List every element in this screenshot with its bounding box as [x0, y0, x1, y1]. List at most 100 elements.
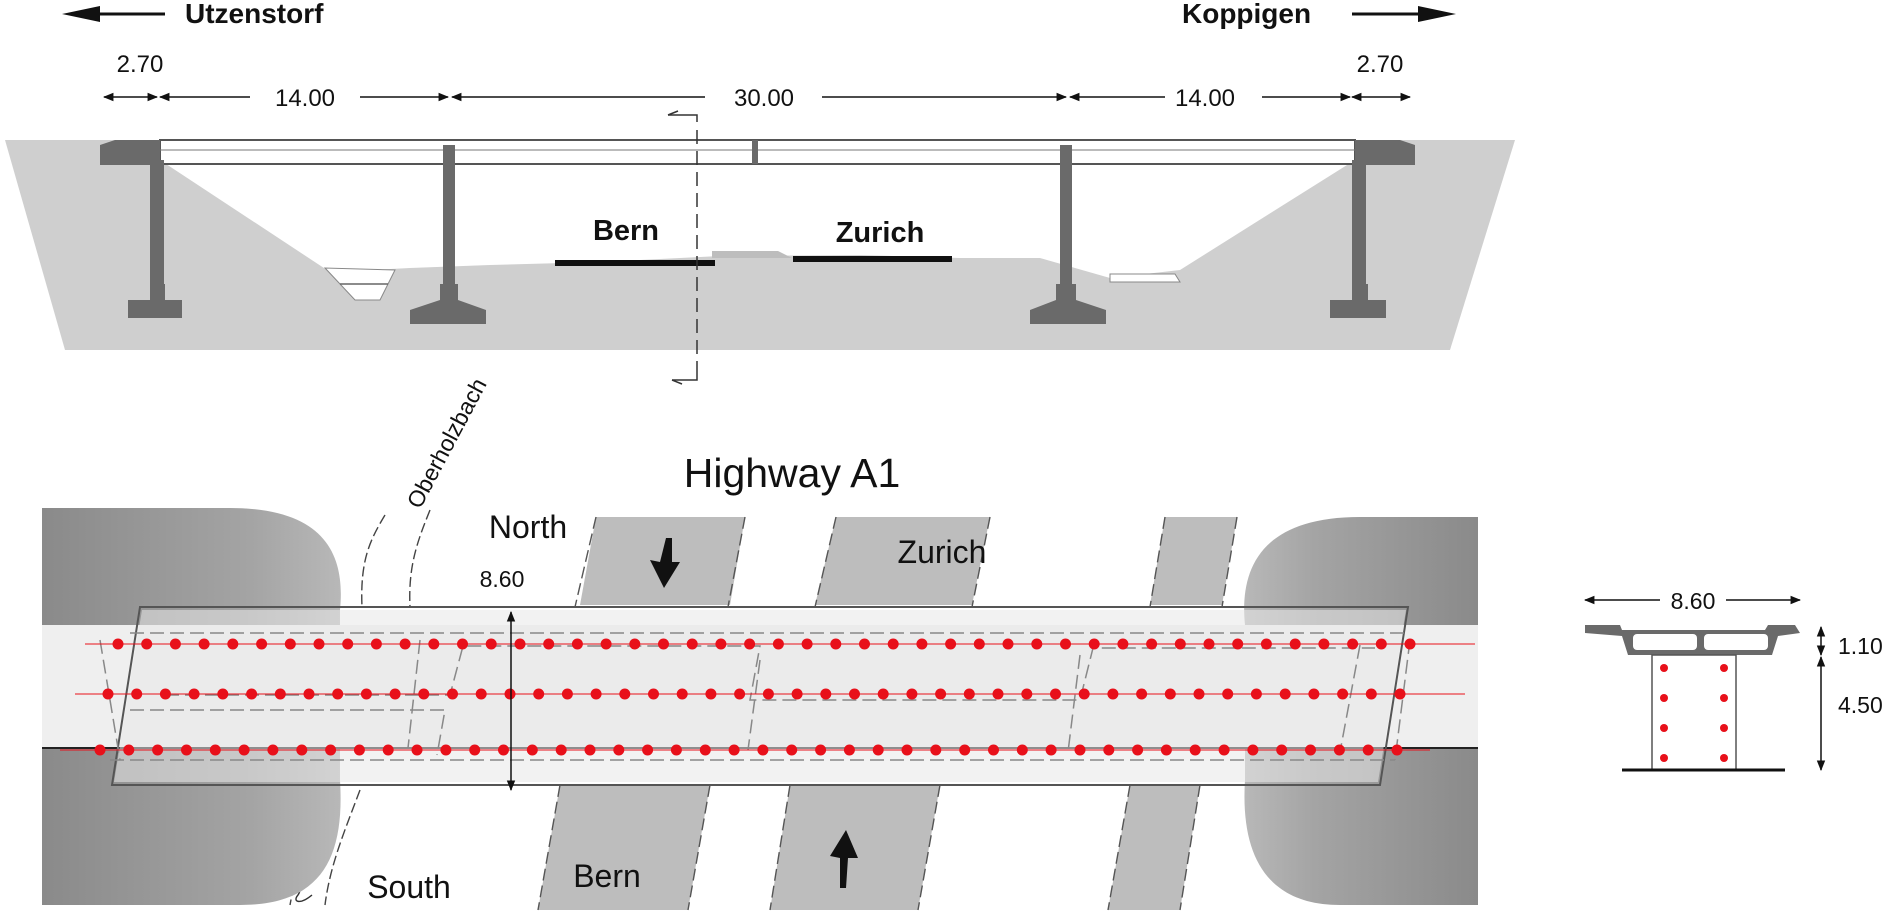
sensor-point	[533, 688, 545, 700]
sensor-point	[1222, 688, 1234, 700]
sensor-point	[353, 744, 365, 756]
sensor-point	[1333, 744, 1345, 756]
sensor-point	[188, 688, 200, 700]
sensor-point	[1318, 638, 1330, 650]
sensor-point	[303, 688, 315, 700]
sensor-point	[744, 638, 756, 650]
sensor-point	[325, 744, 337, 756]
sensor-point	[772, 638, 784, 650]
sensor-point	[382, 744, 394, 756]
sensor-point	[469, 744, 481, 756]
sensor-points-plan	[94, 638, 1416, 756]
section-cut-marker	[667, 110, 698, 385]
road-zurich-band	[815, 517, 990, 605]
section-width-label: 8.60	[1671, 588, 1716, 614]
sensor-point	[906, 688, 918, 700]
sensor-point	[930, 744, 942, 756]
plan-width-label: 8.60	[480, 566, 525, 592]
sensor-point	[1365, 688, 1377, 700]
sensor-point	[360, 688, 372, 700]
sensor-point	[1289, 638, 1301, 650]
span-label-left-cantilever: 2.70	[117, 51, 164, 78]
section-deck	[1585, 625, 1800, 655]
sensor-point	[1250, 688, 1262, 700]
sensor-point	[728, 744, 740, 756]
sensor-point	[705, 688, 717, 700]
sensor-point	[1160, 744, 1172, 756]
sensor-point	[642, 744, 654, 756]
right-direction-arrow	[1352, 6, 1456, 22]
sensor-point	[389, 688, 401, 700]
sensor-point	[699, 744, 711, 756]
section-sensor-point	[1720, 694, 1728, 702]
sensor-point	[1103, 744, 1115, 756]
section-deck-depth-label: 1.10	[1838, 633, 1883, 659]
sensor-point	[411, 744, 423, 756]
sensor-point	[1021, 688, 1033, 700]
underpass-opening	[160, 160, 1355, 278]
bridge-deck	[100, 139, 1415, 165]
highway-title: Highway A1	[684, 450, 901, 496]
sensor-point	[246, 688, 258, 700]
left-direction-arrow	[62, 6, 165, 22]
road-south-band	[770, 785, 940, 910]
sensor-point	[1337, 688, 1349, 700]
sensor-point	[973, 638, 985, 650]
sensor-point	[945, 638, 957, 650]
road-bern-band	[538, 785, 710, 910]
sensor-point	[1136, 688, 1148, 700]
sensor-point	[256, 638, 268, 650]
lane-zurich-label: Zurich	[836, 217, 925, 249]
sensor-point	[1193, 688, 1205, 700]
sensor-point	[1375, 638, 1387, 650]
sensor-point	[296, 744, 308, 756]
sensor-point	[274, 688, 286, 700]
median	[712, 251, 792, 258]
sensor-point	[1391, 744, 1403, 756]
road-edge-lines	[537, 516, 1238, 911]
sensor-point	[1050, 688, 1061, 700]
plan-view: Highway A1 1 Oberholzbach	[42, 374, 1478, 911]
sensor-point	[209, 744, 221, 756]
sensor-point	[619, 688, 631, 700]
section-sensor-point	[1660, 664, 1668, 672]
sensor-point	[1247, 744, 1259, 756]
sensor-point	[238, 744, 250, 756]
sensor-point	[447, 688, 458, 700]
sensor-point	[485, 638, 497, 650]
sensor-point	[815, 744, 827, 756]
sensor-point	[1016, 744, 1028, 756]
road-label-bern: Bern	[573, 858, 641, 894]
sensor-point	[159, 688, 171, 700]
sensor-point	[141, 638, 153, 650]
sensor-point	[801, 638, 813, 650]
sensor-point	[1189, 744, 1201, 756]
sensor-point	[131, 688, 143, 700]
sensor-point	[1218, 744, 1230, 756]
span-label-main: 30.00	[734, 85, 794, 112]
sensor-point	[1404, 638, 1416, 650]
sensor-point	[786, 744, 798, 756]
cross-section-view: 8.60 1.10 4.50	[1583, 586, 1883, 772]
sensor-point	[1164, 688, 1176, 700]
sensor-point	[313, 638, 325, 650]
sensor-point	[152, 744, 164, 756]
sensor-point	[1002, 638, 1014, 650]
sensor-point	[843, 744, 855, 756]
compass-south-label: South	[367, 869, 451, 905]
sensor-point	[1308, 688, 1320, 700]
sensor-point	[94, 744, 106, 756]
sensor-point	[629, 638, 641, 650]
sensor-point	[1276, 744, 1288, 756]
section-sensor-point	[1660, 694, 1668, 702]
lane-bern-label: Bern	[593, 215, 659, 247]
sensor-point	[475, 688, 487, 700]
span-label-right: 14.00	[1175, 85, 1235, 112]
bridge-deck-plan	[110, 606, 1410, 786]
sensor-point	[457, 638, 468, 650]
deck-girder-outlines	[99, 632, 1411, 761]
sensor-point	[561, 688, 573, 700]
section-sensor-point	[1720, 664, 1728, 672]
sensor-point	[1394, 688, 1406, 700]
sensor-point	[169, 638, 181, 650]
